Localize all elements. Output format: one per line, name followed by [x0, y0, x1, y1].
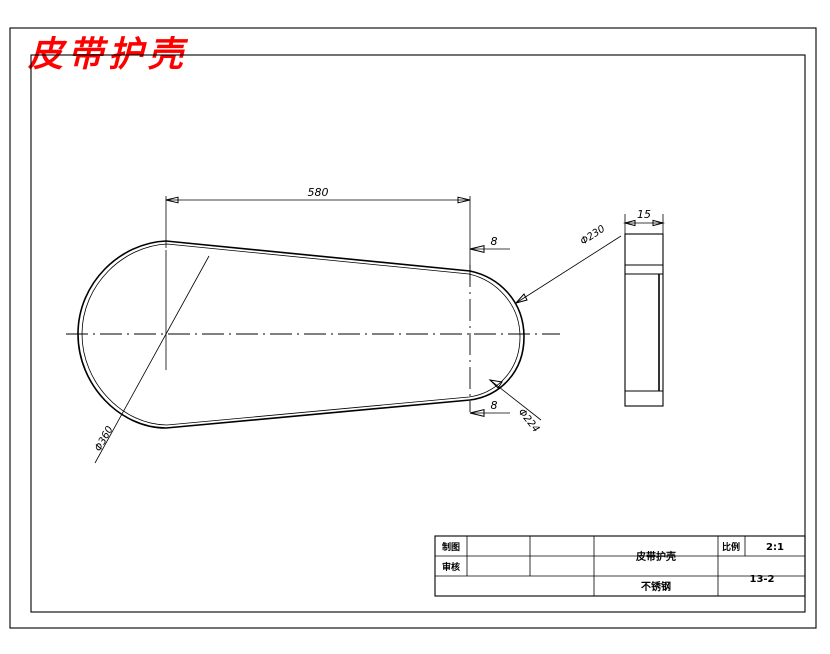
title-block-label-drafter: 制图 — [442, 541, 460, 553]
dim-arrow-thickness-top — [469, 244, 485, 254]
sheet-border-inner — [30, 54, 806, 613]
dim-label-thickness-top: 8 — [491, 235, 498, 248]
main-outline-outer — [77, 240, 525, 429]
title-block-material: 不锈钢 — [641, 580, 671, 593]
side-dim-arrow-right — [652, 219, 665, 227]
dim-arrow-left — [165, 196, 179, 204]
dim-label-thickness-bottom: 8 — [491, 399, 498, 412]
side-dim-arrow-left — [623, 219, 636, 227]
title-block-scale-value: 2:1 — [766, 542, 784, 553]
title-block: 制图 审核 皮带护壳 不锈钢 比例 2:1 13-2 — [434, 535, 806, 597]
leader-line-dia-small — [489, 379, 542, 421]
title-block-scale-label: 比例 — [722, 541, 740, 553]
leader-line-dia-large — [94, 255, 210, 464]
dim-label-dia-mid: Φ230 — [579, 224, 608, 248]
dim-label-dia-small: Φ224 — [516, 407, 542, 435]
dim-arrow-right — [457, 196, 471, 204]
sheet-border-outer — [9, 27, 817, 629]
leader-arrow-dia-small — [488, 379, 503, 389]
title-block-label-reviewer: 审核 — [442, 561, 460, 573]
side-dim-label-15: 15 — [637, 208, 651, 221]
title-block-frame — [434, 535, 806, 597]
title-block-part-name: 皮带护壳 — [635, 550, 676, 563]
side-view-body — [624, 233, 664, 407]
leader-line-dia-mid — [515, 235, 622, 304]
leader-arrow-dia-mid — [514, 293, 528, 304]
title-block-drawing-number: 13-2 — [749, 574, 774, 585]
main-outline-inner — [81, 243, 521, 426]
dim-label-580: 580 — [308, 186, 329, 199]
dim-label-dia-large: Φ360 — [93, 425, 116, 454]
dim-arrow-thickness-bottom — [469, 408, 485, 418]
